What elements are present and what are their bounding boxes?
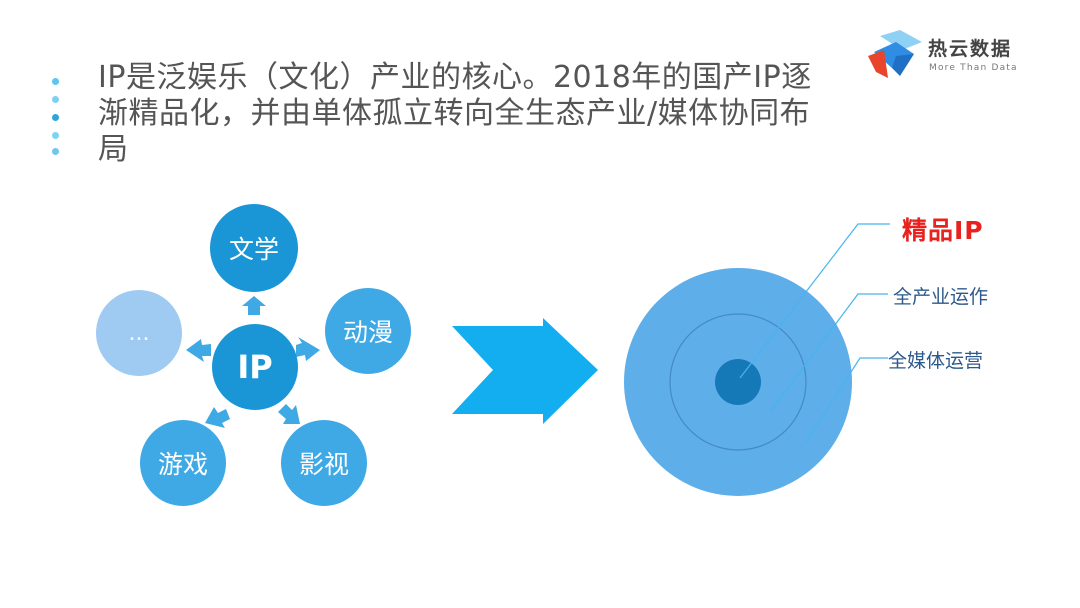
bullet-dot xyxy=(52,96,59,103)
page-title: IP是泛娱乐（文化）产业的核心。2018年的国产IP逐渐精品化，并由单体孤立转向… xyxy=(98,60,812,167)
node-animation: 动漫 xyxy=(325,288,411,374)
brand-tagline: More Than Data xyxy=(929,63,1018,73)
label-premium-ip: 精品IP xyxy=(902,216,984,245)
target-core xyxy=(715,359,761,405)
label-full-media: 全媒体运营 xyxy=(888,350,984,372)
leader-line-outer xyxy=(805,357,888,443)
bullet-dot xyxy=(52,148,59,155)
brand-name: 热云数据 xyxy=(928,38,1013,60)
label-full-industry: 全产业运作 xyxy=(893,286,989,308)
connector-arrows xyxy=(186,296,320,428)
target-middle-ring xyxy=(669,313,807,451)
brand-logo: 热云数据 More Than Data xyxy=(866,28,1036,80)
node-more: ... xyxy=(96,290,182,376)
brand-logo-icon xyxy=(868,30,922,78)
leader-line-middle xyxy=(769,293,888,413)
bullet-dot xyxy=(52,78,59,85)
node-film: 影视 xyxy=(281,420,367,506)
arrow-left-icon xyxy=(186,339,211,362)
big-arrow-icon xyxy=(452,318,598,424)
arrow-up-icon xyxy=(242,296,266,315)
arrow-right-icon xyxy=(296,337,320,361)
node-literature: 文学 xyxy=(210,204,298,292)
leader-line-inner xyxy=(739,223,890,379)
bullet-dot xyxy=(52,114,59,121)
arrow-down-left-icon xyxy=(205,407,230,428)
ip-center-node: IP xyxy=(212,324,298,410)
arrow-down-right-icon xyxy=(278,404,300,424)
bullet-dot xyxy=(52,132,59,139)
node-game: 游戏 xyxy=(140,420,226,506)
